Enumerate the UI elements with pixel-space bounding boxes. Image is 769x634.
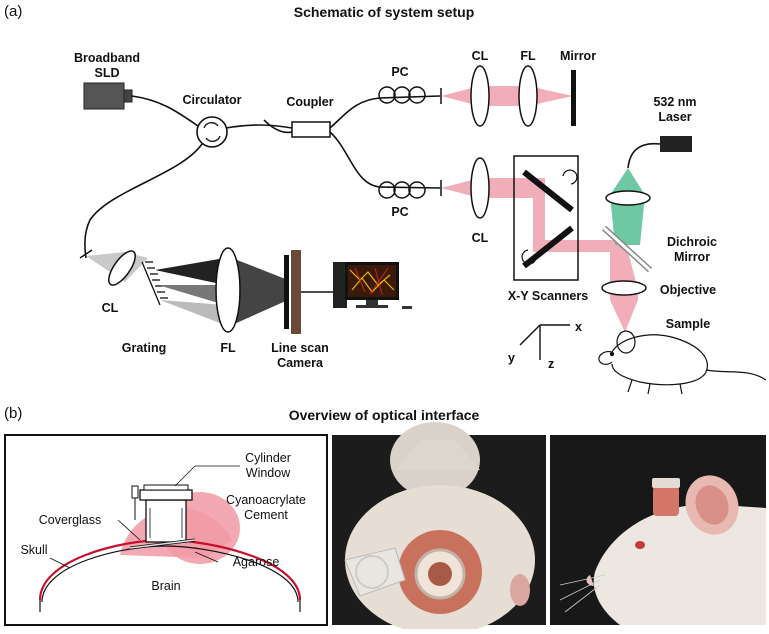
sample-label: Sample [666,317,711,331]
coverglass-label: Coverglass [39,513,102,527]
spec-focusing-lens [215,247,241,333]
coupler-label: Coupler [286,95,333,109]
axis-z-label: z [548,357,554,371]
brain-label: Brain [151,579,180,593]
xyz-axes [519,324,570,360]
computer-icon [333,262,412,309]
cement-label-2: Cement [244,508,288,522]
spec-cl-label: CL [102,301,119,315]
ref-fl-label: FL [520,49,536,63]
scanners-label: X-Y Scanners [508,289,588,303]
mirror-label: Mirror [560,49,596,63]
circulator-label: Circulator [182,93,241,107]
mouse-sample-icon [598,330,767,395]
dispersed-beam-mid [158,285,225,305]
objective-label: Objective [660,283,716,297]
sld-source [83,82,133,110]
rat-side-view-photo [550,435,766,625]
scanner-mirror-x [522,169,574,213]
pc-bottom-label: PC [391,205,408,219]
sld-label-1: Broadband [74,51,140,65]
grating [141,261,168,306]
spec-collimator-lens [108,250,136,286]
ref-cl-label: CL [472,49,489,63]
pc-top-label: PC [391,65,408,79]
grating-label: Grating [122,341,166,355]
sld-label-2: SLD [95,66,120,80]
panel-a-marker: (a) [4,3,22,20]
sample-collimator-lens [470,157,490,219]
spec-fl-label: FL [220,341,236,355]
laser-label-1: 532 nm [653,95,696,109]
laser-label-2: Laser [658,110,691,124]
objective-lens [601,280,647,296]
pc-top [378,86,426,104]
agarose-label: Agarose [233,555,280,569]
sample-cl-label: CL [472,231,489,245]
cement-label-1: Cyanoacrylate [226,493,306,507]
dichroic-label-2: Mirror [674,250,710,264]
scanner-rotate-icon-y [521,249,537,265]
reference-beam [441,86,573,106]
dispersed-beam-light [160,300,225,325]
fiber-coupler-loose [263,119,293,134]
panel-b-title: Overview of optical interface [289,407,480,423]
dispersed-beam-dark [155,258,225,285]
laser-fiber [627,142,661,169]
axis-x-label: x [575,320,582,334]
interface-schematic [38,484,302,612]
ref-collimator-lens [470,65,490,127]
rat-top-view-photo [332,422,546,634]
cylinder-window-label-1: Cylinder [245,451,291,465]
laser-lens [605,190,651,206]
laser-532 [660,136,692,152]
circulator [196,116,228,148]
axis-y-label: y [508,351,515,365]
reference-mirror [571,70,576,126]
scanner-mirror-y [522,225,574,269]
fiber-circulator-coupler [225,124,293,129]
camera-label-2: Camera [277,356,324,370]
fiber-circulator-spectrometer [84,143,203,259]
pc-bottom [378,181,426,199]
skull-label: Skull [20,543,47,557]
sample-beam [441,178,638,332]
coupler [291,121,331,138]
scanner-rotate-icon-x [562,169,578,185]
dichroic-label-1: Dichroic [667,235,717,249]
panel-b-marker: (b) [4,405,22,422]
fiber-sld-circulator [131,95,199,127]
laser-beam [610,168,645,245]
camera-label-1: Line scan [271,341,329,355]
scanner-box [513,155,579,281]
ref-focusing-lens [518,65,538,127]
focused-beam [232,258,288,325]
fiber-coupler-sample [329,131,441,189]
line-scan-camera [291,250,301,334]
cylinder-window-label-2: Window [246,466,291,480]
panel-a-title: Schematic of system setup [294,4,475,20]
line-scan-sensor [284,255,289,329]
